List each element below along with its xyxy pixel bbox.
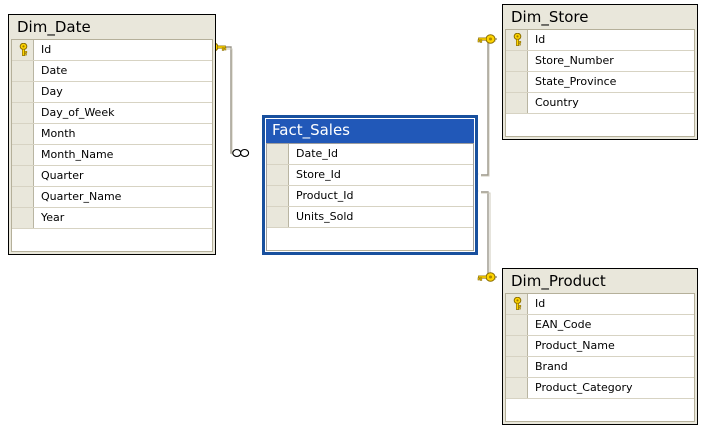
table-row[interactable]: Units_Sold [267, 207, 473, 228]
row-gutter [267, 165, 290, 185]
new-column-row[interactable] [506, 399, 694, 422]
column-name: Store_Number [535, 54, 614, 67]
row-gutter [12, 40, 35, 60]
table-row[interactable]: Id [506, 30, 694, 51]
new-column-row[interactable] [12, 229, 212, 252]
table-dim-product[interactable]: Dim_Product Id EAN_Code [502, 268, 698, 425]
column-name: Store_Id [296, 168, 341, 181]
table-title: Dim_Date [17, 18, 91, 36]
new-column-row[interactable] [506, 114, 694, 137]
table-dim-date[interactable]: Dim_Date Id Date [8, 14, 216, 255]
table-row[interactable]: Product_Category [506, 378, 694, 399]
column-name: Product_Id [296, 189, 354, 202]
row-gutter [506, 30, 529, 50]
row-gutter [12, 187, 35, 207]
column-name: Brand [535, 360, 568, 373]
row-gutter [506, 378, 529, 398]
column-name: Product_Category [535, 381, 633, 394]
table-row[interactable]: Month [12, 124, 212, 145]
column-name: Day_of_Week [41, 106, 115, 119]
table-row[interactable]: Month_Name [12, 145, 212, 166]
row-gutter [506, 294, 529, 314]
row-gutter [506, 357, 529, 377]
table-row[interactable]: Brand [506, 357, 694, 378]
column-name: Id [535, 297, 546, 310]
row-gutter [12, 229, 34, 251]
row-gutter [12, 61, 35, 81]
row-gutter [267, 186, 290, 206]
table-row[interactable]: Date [12, 61, 212, 82]
relationship-dim-product-fact-sales[interactable] [461, 186, 497, 282]
column-name: Id [41, 43, 52, 56]
column-grid: Id EAN_Code Product_Name Brand Product_C… [505, 293, 695, 422]
row-gutter [506, 336, 529, 356]
column-name: Date [41, 64, 68, 77]
column-name: Date_Id [296, 147, 339, 160]
table-title: Dim_Product [511, 272, 606, 290]
table-row[interactable]: Store_Id [267, 165, 473, 186]
column-name: Units_Sold [296, 210, 354, 223]
table-dim-store[interactable]: Dim_Store Id Store_Number [502, 4, 698, 140]
column-grid: Date_Id Store_Id Product_Id Units_Sold [266, 143, 474, 251]
column-name: EAN_Code [535, 318, 592, 331]
column-name [34, 229, 212, 251]
relationship-dim-date-fact-sales[interactable] [208, 42, 250, 158]
primary-key-icon [513, 33, 522, 46]
column-name: Country [535, 96, 579, 109]
table-row[interactable]: Quarter_Name [12, 187, 212, 208]
table-row[interactable]: State_Province [506, 72, 694, 93]
column-name [289, 228, 473, 250]
primary-key-icon [19, 43, 28, 56]
column-name: Month_Name [41, 148, 114, 161]
table-row[interactable]: Date_Id [267, 144, 473, 165]
row-gutter [12, 145, 35, 165]
column-name [528, 114, 694, 136]
row-gutter [12, 103, 35, 123]
column-name: State_Province [535, 75, 617, 88]
table-fact-sales[interactable]: Fact_Sales Date_Id Store_Id Product_Id U… [262, 115, 478, 255]
table-title: Fact_Sales [266, 119, 474, 143]
table-row[interactable]: Day [12, 82, 212, 103]
row-gutter [12, 82, 35, 102]
row-gutter [506, 114, 528, 136]
row-gutter [12, 208, 35, 228]
row-gutter [506, 72, 529, 92]
column-name: Quarter_Name [41, 190, 122, 203]
row-gutter [267, 207, 290, 227]
table-row[interactable]: Product_Id [267, 186, 473, 207]
row-gutter [506, 315, 529, 335]
column-grid: Id Store_Number State_Province Country [505, 29, 695, 137]
row-gutter [12, 166, 35, 186]
column-name: Month [41, 127, 76, 140]
new-column-row[interactable] [267, 228, 473, 251]
row-gutter [506, 93, 529, 113]
table-row[interactable]: Product_Name [506, 336, 694, 357]
primary-key-icon [513, 297, 522, 310]
column-name [528, 399, 694, 421]
table-row[interactable]: Store_Number [506, 51, 694, 72]
table-row[interactable]: Country [506, 93, 694, 114]
table-row[interactable]: Id [12, 40, 212, 61]
table-row[interactable]: Year [12, 208, 212, 229]
table-row[interactable]: Quarter [12, 166, 212, 187]
relationship-many-infinity-icon [232, 148, 250, 158]
column-name: Product_Name [535, 339, 615, 352]
row-gutter [12, 124, 35, 144]
table-title: Dim_Store [511, 8, 589, 26]
table-row[interactable]: Day_of_Week [12, 103, 212, 124]
column-name: Quarter [41, 169, 84, 182]
column-name: Id [535, 33, 546, 46]
row-gutter [506, 399, 528, 421]
table-row[interactable]: EAN_Code [506, 315, 694, 336]
table-row[interactable]: Id [506, 294, 694, 315]
column-name: Year [41, 211, 65, 224]
column-name: Day [41, 85, 63, 98]
row-gutter [267, 144, 290, 164]
relationship-dim-store-fact-sales[interactable] [461, 34, 497, 179]
row-gutter [267, 228, 289, 250]
column-grid: Id Date Day Day_of_Week Month Month_Name [11, 39, 213, 252]
row-gutter [506, 51, 529, 71]
